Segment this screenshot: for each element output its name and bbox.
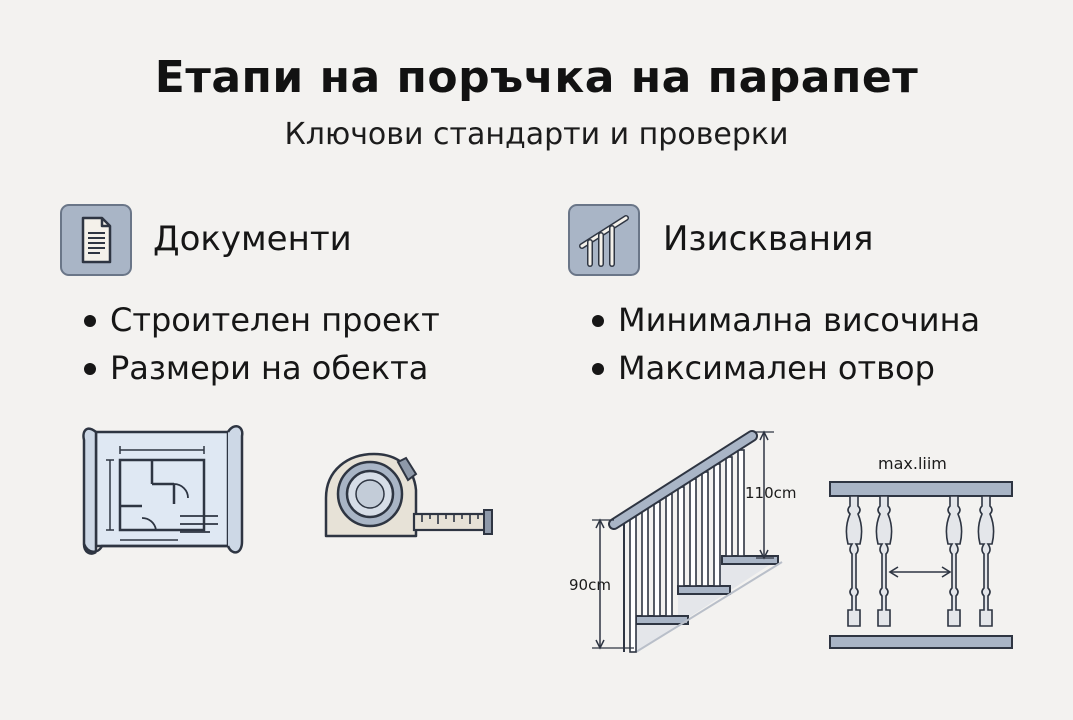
requirements-heading: Изисквания bbox=[663, 219, 874, 259]
blueprint-icon bbox=[82, 424, 244, 555]
stair-railing-diagram bbox=[592, 430, 783, 653]
height-label-top: 110cm bbox=[745, 484, 797, 502]
railing-icon bbox=[568, 204, 640, 276]
list-item: Размери на обекта bbox=[80, 344, 440, 392]
list-item: Максимален отвор bbox=[588, 344, 980, 392]
document-icon bbox=[60, 204, 132, 276]
requirements-list: Минимална височина Максимален отвор bbox=[588, 296, 980, 392]
height-label-side: 90cm bbox=[569, 576, 611, 594]
list-item: Минимална височина bbox=[588, 296, 980, 344]
gap-label: max.liim bbox=[878, 454, 947, 473]
documents-list: Строителен проект Размери на обекта bbox=[80, 296, 440, 392]
page-title: Етапи на поръчка на парапет bbox=[154, 52, 919, 103]
page-subtitle: Ключови стандарти и проверки bbox=[284, 117, 789, 152]
baluster-gap-diagram bbox=[829, 481, 1013, 649]
tape-measure-icon bbox=[324, 452, 493, 538]
list-item: Строителен проект bbox=[80, 296, 440, 344]
documents-heading: Документи bbox=[153, 219, 352, 259]
